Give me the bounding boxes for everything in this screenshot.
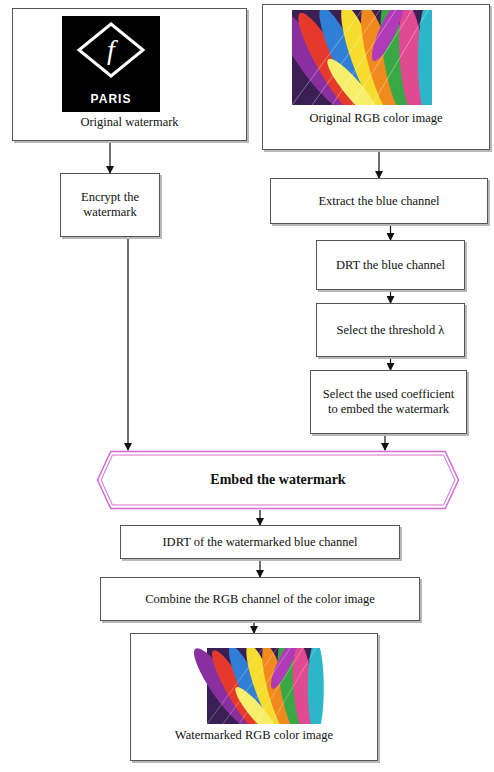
process-box: Select the used coefficient to embed the… — [310, 370, 467, 434]
flow-arrow — [390, 224, 391, 240]
node-text: IDRT of the watermarked blue channel — [162, 535, 357, 550]
node-text: Encrypt the watermark — [67, 190, 153, 220]
process-box: IDRT of the watermarked blue channel — [120, 525, 400, 559]
flow-arrow — [259, 559, 260, 577]
node-text: Combine the RGB channel of the color ima… — [145, 592, 374, 607]
flow-arrow — [390, 357, 391, 370]
feather-image — [186, 637, 324, 741]
process-box: Select the threshold λ — [316, 303, 465, 357]
flow-arrow — [390, 290, 391, 303]
image-box: Watermarked RGB color image — [130, 633, 378, 761]
node-text: Original watermark — [80, 115, 178, 130]
feather-image — [266, 0, 438, 126]
flow-arrow — [378, 150, 379, 178]
image-box: Original watermark — [12, 8, 247, 141]
process-box: Combine the RGB channel of the color ima… — [100, 577, 420, 621]
flow-arrow — [384, 434, 385, 450]
logo-text: PARIS — [91, 92, 132, 106]
node-text: Original RGB color image — [310, 111, 443, 126]
watermark-logo — [62, 16, 160, 112]
flow-arrow — [127, 237, 128, 450]
node-text: Select the threshold λ — [337, 323, 445, 338]
flow-arrow — [259, 510, 260, 525]
process-box: DRT the blue channel — [316, 240, 465, 290]
process-box: Encrypt the watermark — [60, 173, 160, 237]
image-box: Original RGB color image — [262, 4, 490, 150]
logo-text: f — [107, 34, 115, 66]
node-text: DRT the blue channel — [336, 258, 445, 273]
flow-arrow — [109, 141, 110, 173]
node-text: Extract the blue channel — [318, 194, 439, 209]
node-text: Select the used coefficient to embed the… — [317, 387, 460, 417]
flow-arrow — [253, 621, 254, 633]
node-text: Embed the watermark — [210, 472, 345, 489]
node-text: Watermarked RGB color image — [175, 728, 333, 743]
process-box: Extract the blue channel — [270, 178, 488, 224]
embed-hexagon: Embed the watermark — [96, 450, 460, 510]
